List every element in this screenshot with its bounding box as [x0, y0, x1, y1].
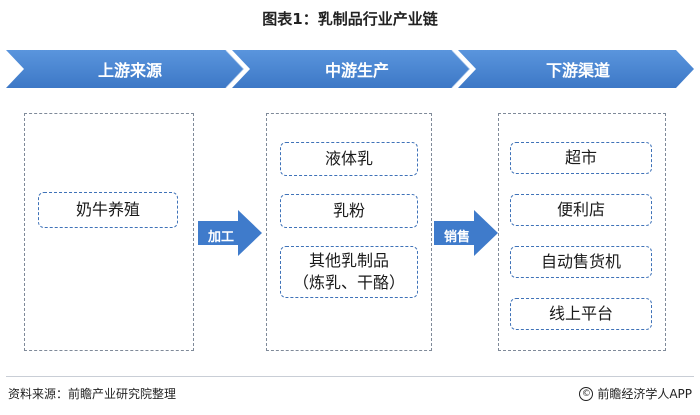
midstream-item-label: 其他乳制品 （炼乳、干酪） — [292, 251, 405, 292]
upstream-item: 奶牛养殖 — [38, 192, 178, 228]
process-arrow — [198, 210, 262, 256]
downstream-panel: 超市 便利店 自动售货机 线上平台 — [498, 113, 666, 351]
midstream-item-label: 乳粉 — [332, 201, 365, 221]
stage-chevron-2 — [232, 50, 470, 88]
footer-divider — [6, 376, 694, 377]
midstream-item-milk-powder: 乳粉 — [280, 194, 418, 228]
source-note: 资料来源：前瞻产业研究院整理 — [8, 387, 177, 401]
copyright-icon: © — [579, 386, 594, 401]
downstream-item-label: 便利店 — [556, 200, 605, 220]
downstream-item-vending-machine: 自动售货机 — [510, 246, 652, 278]
process-arrow-label: 加工 — [207, 230, 234, 245]
downstream-item-label: 自动售货机 — [540, 252, 621, 272]
downstream-item-label: 线上平台 — [548, 304, 613, 324]
sales-arrow-label: 销售 — [443, 230, 470, 245]
midstream-panel: 液体乳 乳粉 其他乳制品 （炼乳、干酪） — [266, 113, 432, 351]
stage-label-downstream: 下游渠道 — [545, 61, 610, 80]
downstream-item-online-platform: 线上平台 — [510, 298, 652, 330]
figure-title: 图表1：乳制品行业产业链 — [262, 10, 438, 28]
midstream-item-liquid-milk: 液体乳 — [280, 142, 418, 176]
credit-label: 前瞻经济学人APP — [597, 387, 692, 401]
stage-chevron-3 — [458, 50, 694, 88]
downstream-item-supermarket: 超市 — [510, 142, 652, 174]
midstream-item-other-dairy: 其他乳制品 （炼乳、干酪） — [280, 246, 418, 298]
sales-arrow — [434, 210, 498, 256]
stage-banner — [6, 49, 694, 89]
upstream-panel: 奶牛养殖 — [24, 113, 194, 351]
downstream-item-label: 超市 — [564, 148, 597, 168]
upstream-item-label: 奶牛养殖 — [75, 200, 140, 220]
credit: © 前瞻经济学人APP — [579, 385, 692, 402]
stage-chevron-1 — [6, 50, 244, 88]
midstream-item-label: 液体乳 — [324, 149, 373, 169]
stage-label-upstream: 上游来源 — [97, 61, 162, 80]
downstream-item-convenience-store: 便利店 — [510, 194, 652, 226]
stage-label-midstream: 中游生产 — [324, 61, 389, 80]
